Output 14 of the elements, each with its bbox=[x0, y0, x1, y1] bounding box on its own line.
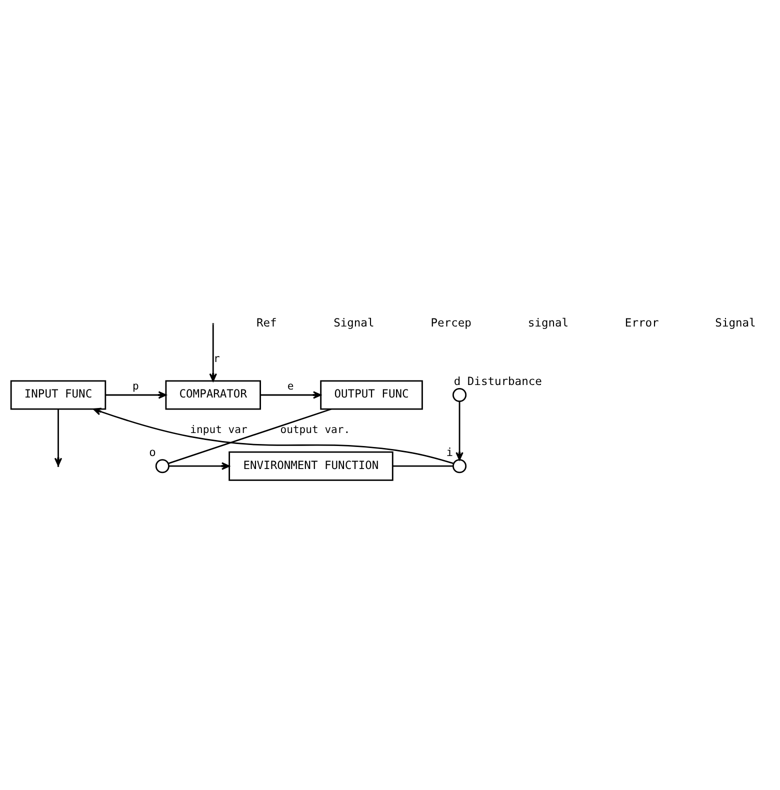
label: signal bbox=[528, 316, 569, 330]
edge-label: output var. bbox=[280, 424, 350, 436]
edge-label: p bbox=[132, 380, 139, 392]
label: Signal bbox=[334, 316, 374, 330]
edge-label: r bbox=[213, 352, 220, 365]
node-label: i bbox=[446, 446, 454, 460]
edge-label: e bbox=[287, 380, 294, 392]
node-label: o bbox=[149, 446, 156, 460]
label: Error bbox=[624, 316, 659, 330]
edge-label: input var bbox=[190, 424, 248, 436]
label: Ref bbox=[256, 316, 277, 330]
label: Signal bbox=[715, 316, 756, 330]
node-label: d Disturbance bbox=[454, 375, 542, 388]
label: Percep bbox=[430, 316, 472, 330]
